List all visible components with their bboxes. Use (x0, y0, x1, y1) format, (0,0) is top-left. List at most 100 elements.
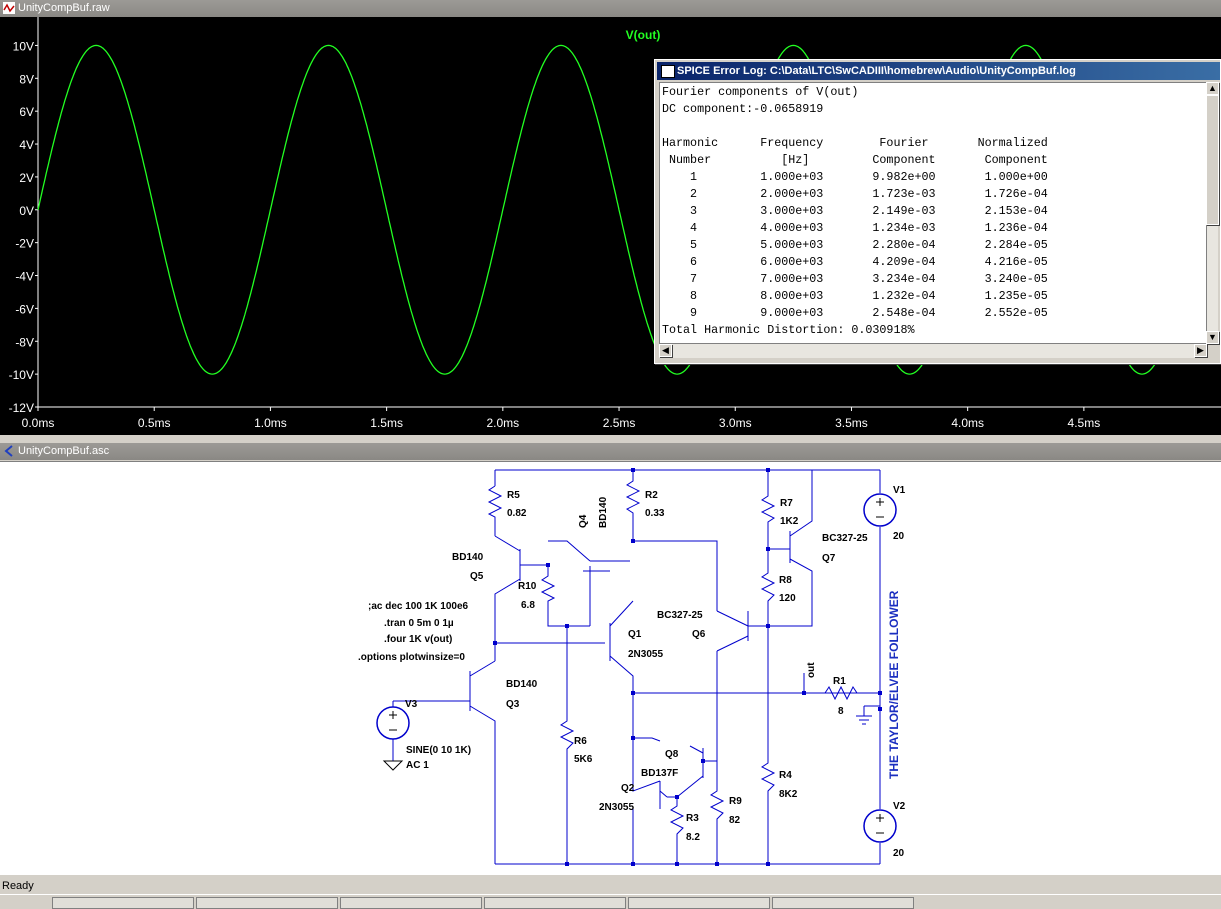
error-log-horizontal-scrollbar[interactable]: ◀ ▶ (659, 344, 1207, 358)
schematic-svg: R5 0.82 Q4 BD140 R2 0.33 R7 1K2 V1 20 BC… (358, 468, 906, 866)
y-tick-label: 4V (19, 138, 34, 152)
y-tick-label: 0V (19, 204, 34, 218)
label-v3: V3 (405, 699, 418, 710)
directive-tran[interactable]: .tran 0 5m 0 1µ (384, 618, 454, 629)
scroll-thumb[interactable] (1206, 95, 1219, 225)
label-bd137f: BD137F (641, 768, 678, 779)
label-r4-value: 8K2 (779, 789, 798, 800)
y-tick-label: 10V (13, 39, 34, 53)
scroll-down-arrow-icon[interactable]: ▼ (1206, 331, 1219, 344)
window-splitter[interactable] (0, 435, 1221, 443)
label-v2: V2 (893, 801, 906, 812)
log-line: Number [Hz] Component Component (662, 153, 1048, 167)
scroll-left-arrow-icon[interactable]: ◀ (659, 344, 672, 357)
label-q8: Q8 (665, 749, 679, 760)
directive-options[interactable]: .options plotwinsize=0 (358, 652, 465, 663)
label-v1: V1 (893, 485, 906, 496)
y-tick-label: -2V (15, 237, 34, 251)
log-line: Total Harmonic Distortion: 0.030918% (662, 323, 915, 337)
error-log-text[interactable]: Fourier components of V(out) DC component… (659, 82, 1207, 344)
schematic-window-title: UnityCompBuf.asc (18, 445, 110, 457)
directive-ac[interactable]: ;ac dec 100 1K 100e6 (368, 601, 469, 612)
window-icon (661, 65, 675, 78)
taskbar-button[interactable] (772, 897, 914, 909)
log-line: 8 8.000e+03 1.232e-04 1.235e-05 (662, 289, 1048, 303)
label-r6-value: 5K6 (574, 754, 593, 765)
log-line: Harmonic Frequency Fourier Normalized (662, 136, 1048, 150)
y-tick-label: -12V (9, 401, 34, 415)
label-v1-value: 20 (893, 531, 905, 542)
plot-window-titlebar[interactable]: UnityCompBuf.raw (0, 0, 1221, 17)
label-sine: SINE(0 10 1K) (406, 745, 471, 756)
label-v2-value: 20 (893, 848, 905, 859)
label-r5: R5 (507, 490, 520, 501)
label-q3: Q3 (506, 699, 520, 710)
error-log-titlebar[interactable]: SPICE Error Log: C:\Data\LTC\SwCADIII\ho… (657, 62, 1220, 80)
label-bc327-q6: BC327-25 (657, 610, 703, 621)
label-q7: Q7 (822, 553, 836, 564)
waveform-icon (3, 2, 15, 14)
label-bd140-q5: BD140 (452, 552, 484, 563)
label-r2: R2 (645, 490, 658, 501)
y-tick-label: 6V (19, 105, 34, 119)
log-line: Fourier components of V(out) (662, 85, 859, 99)
plot-window-title: UnityCompBuf.raw (18, 2, 110, 14)
label-q5: Q5 (470, 571, 484, 582)
label-ac: AC 1 (406, 760, 429, 771)
y-tick-label: -6V (15, 302, 34, 316)
label-r1: R1 (833, 676, 846, 687)
log-line: 2 2.000e+03 1.723e-03 1.726e-04 (662, 187, 1048, 201)
scroll-right-arrow-icon[interactable]: ▶ (1194, 344, 1207, 357)
label-r10-value: 6.8 (521, 600, 535, 611)
trace-label[interactable]: V(out) (626, 28, 661, 42)
label-r8-value: 120 (779, 593, 796, 604)
schematic-icon (4, 445, 13, 457)
taskbar-button[interactable] (52, 897, 194, 909)
taskbar-button[interactable] (484, 897, 626, 909)
x-tick-label: 3.5ms (835, 416, 868, 430)
y-tick-label: -8V (15, 335, 34, 349)
spice-error-log-window[interactable]: SPICE Error Log: C:\Data\LTC\SwCADIII\ho… (654, 59, 1221, 364)
log-line: 5 5.000e+03 2.280e-04 2.284e-05 (662, 238, 1048, 252)
label-r6: R6 (574, 736, 587, 747)
x-tick-label: 4.5ms (1068, 416, 1101, 430)
label-bc327-q7: BC327-25 (822, 533, 868, 544)
taskbar-button[interactable] (628, 897, 770, 909)
label-r4: R4 (779, 770, 792, 781)
schematic-window-titlebar[interactable]: UnityCompBuf.asc (0, 443, 1221, 460)
label-r10: R10 (518, 581, 537, 592)
log-line: 9 9.000e+03 2.548e-04 2.552e-05 (662, 306, 1048, 320)
x-tick-label: 1.5ms (370, 416, 403, 430)
directive-four[interactable]: .four 1K v(out) (384, 634, 452, 645)
label-r5-value: 0.82 (507, 508, 527, 519)
error-log-vertical-scrollbar[interactable]: ▲ ▼ (1206, 82, 1219, 344)
taskbar-button[interactable] (340, 897, 482, 909)
scroll-up-arrow-icon[interactable]: ▲ (1206, 82, 1219, 95)
status-bar: Ready (0, 878, 1221, 894)
log-line: 4 4.000e+03 1.234e-03 1.236e-04 (662, 221, 1048, 235)
schematic-canvas[interactable]: R5 0.82 Q4 BD140 R2 0.33 R7 1K2 V1 20 BC… (0, 461, 1221, 875)
label-2n3055-q1: 2N3055 (628, 649, 663, 660)
label-r2-value: 0.33 (645, 508, 665, 519)
log-line: 1 1.000e+03 9.982e+00 1.000e+00 (662, 170, 1048, 184)
label-out: out (806, 662, 817, 678)
x-tick-label: 0.5ms (138, 416, 171, 430)
label-2n3055-q2: 2N3055 (599, 802, 634, 813)
x-tick-label: 2.0ms (486, 416, 519, 430)
x-tick-label: 1.0ms (254, 416, 287, 430)
label-bd140-q3: BD140 (506, 679, 538, 690)
schematic-banner: THE TAYLOR/ELVEE FOLLOWER (887, 590, 901, 779)
log-line: DC component:-0.0658919 (662, 102, 824, 116)
taskbar-button[interactable] (196, 897, 338, 909)
label-r9-value: 82 (729, 815, 741, 826)
x-tick-label: 0.0ms (22, 416, 55, 430)
label-q6: Q6 (692, 629, 706, 640)
label-r3: R3 (686, 813, 699, 824)
error-log-title: SPICE Error Log: C:\Data\LTC\SwCADIII\ho… (677, 65, 1076, 77)
y-tick-label: -10V (9, 368, 34, 382)
label-q1: Q1 (628, 629, 642, 640)
label-r3-value: 8.2 (686, 832, 700, 843)
x-tick-label: 2.5ms (603, 416, 636, 430)
label-r7: R7 (780, 498, 793, 509)
label-r8: R8 (779, 575, 792, 586)
